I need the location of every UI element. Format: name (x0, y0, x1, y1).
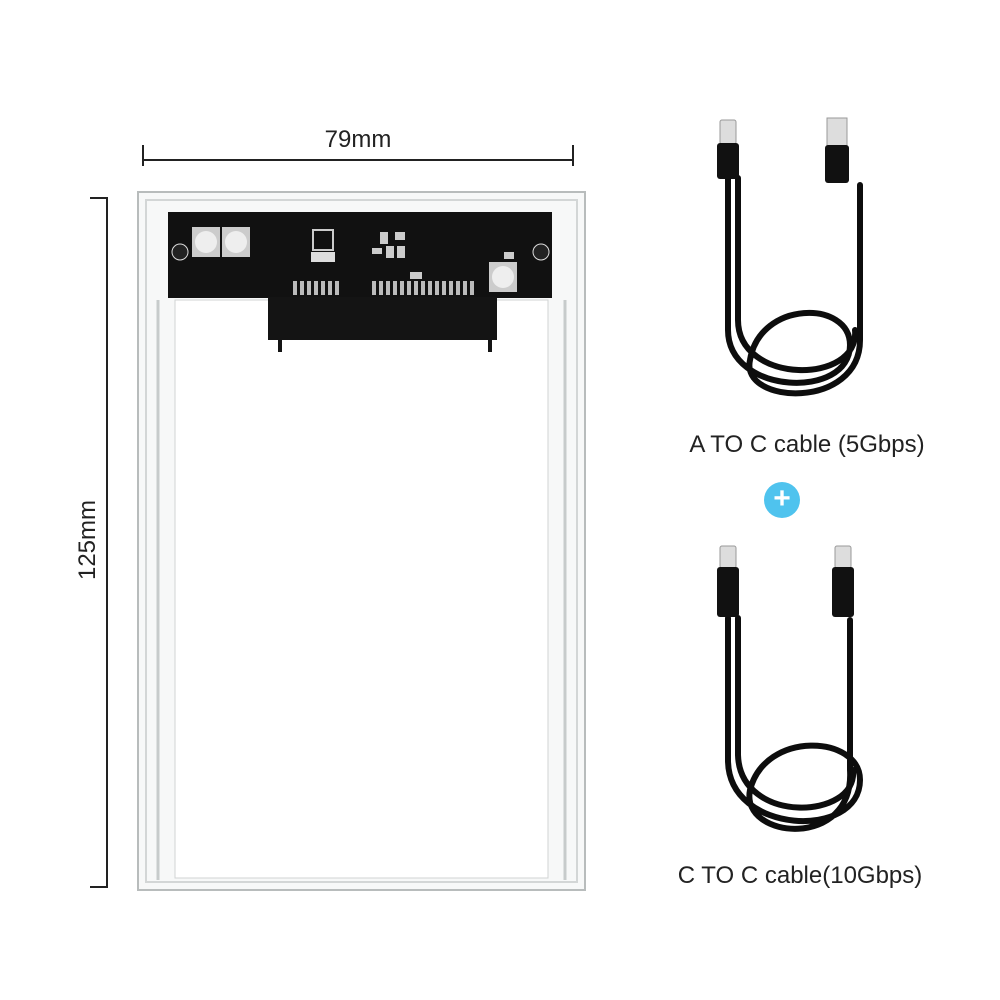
usb-c-connector-icon (717, 119, 739, 179)
plus-icon: + (764, 482, 800, 518)
usb-a-connector-icon (825, 117, 849, 183)
sata-connector (268, 297, 497, 352)
mount-hole (171, 243, 189, 261)
height-label: 125mm (74, 499, 101, 581)
width-dimension-line (142, 145, 574, 166)
c-to-c-cable-label: C TO C cable(10Gbps) (677, 862, 923, 889)
usb-c-connector-icon (717, 545, 739, 617)
a-to-c-cable (725, 175, 863, 397)
width-label: 79mm (324, 126, 392, 153)
a-to-c-cable-label: A TO C cable (5Gbps) (689, 431, 925, 458)
mount-hole (532, 243, 550, 261)
usb-c-connector-icon (832, 545, 854, 617)
height-dimension-line (90, 197, 108, 888)
hdd-enclosure (137, 191, 586, 891)
c-to-c-cable (725, 615, 864, 832)
